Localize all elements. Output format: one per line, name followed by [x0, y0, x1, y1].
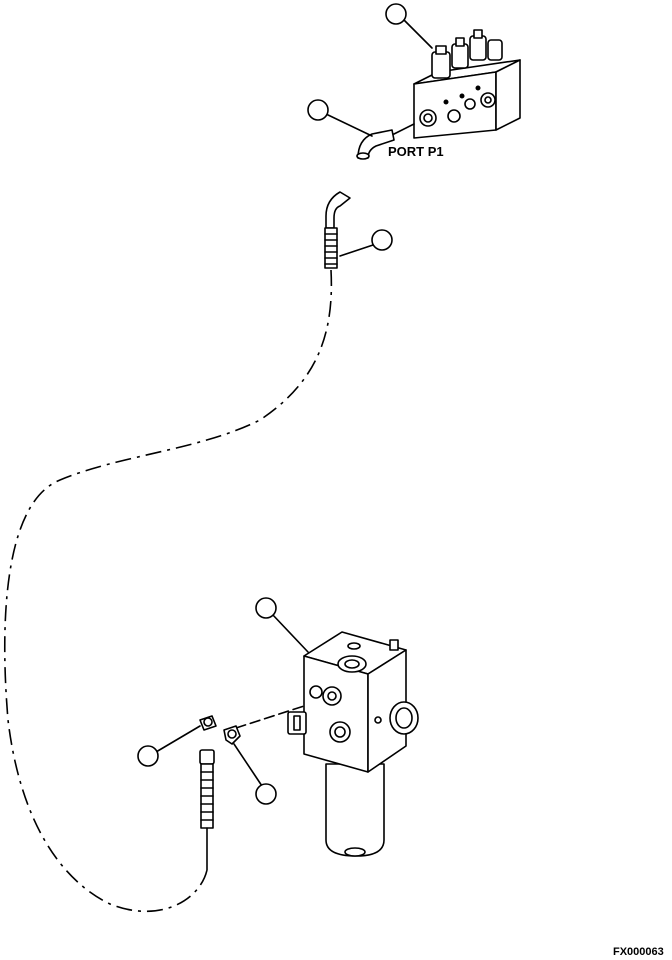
callout-balloon-filter-assembly[interactable] [255, 597, 277, 619]
elbow-adapter [223, 725, 241, 745]
figure-code: FX000063 [613, 946, 664, 958]
adapter-fitting [199, 715, 217, 731]
callout-balloon-hose[interactable] [371, 229, 393, 251]
filter-assembly [271, 613, 419, 857]
callout-balloon-elbow-adapter[interactable] [255, 783, 277, 805]
elbow-fitting [356, 123, 415, 160]
callout-balloon-adapter-fitting[interactable] [137, 745, 159, 767]
port-label: PORT P1 [388, 144, 444, 159]
hose-lower-end [199, 749, 215, 871]
valve-manifold [403, 19, 521, 139]
hose-upper-end [324, 191, 377, 269]
fitting-connection-line [235, 705, 305, 729]
callout-balloon-elbow-fitting[interactable] [307, 99, 329, 121]
callout-balloon-valve-manifold[interactable] [385, 3, 407, 25]
hose-phantom-line [4, 269, 333, 913]
